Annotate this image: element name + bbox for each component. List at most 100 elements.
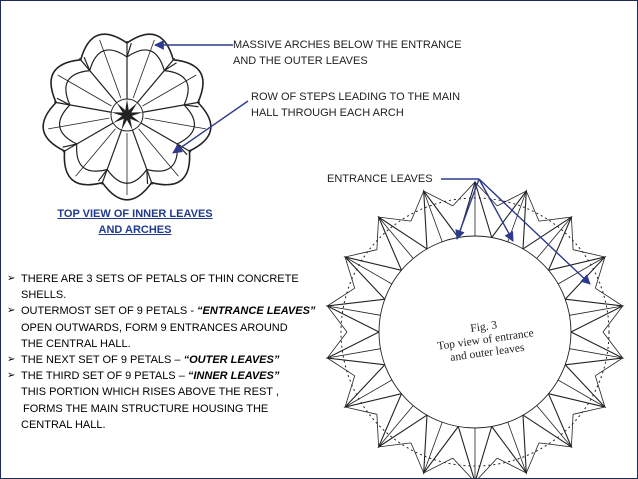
arch-rib: [62, 143, 77, 148]
entrance-petal: [565, 298, 625, 333]
label-arches-line1: MASSIVE ARCHES BELOW THE ENTRANCE: [233, 39, 462, 51]
inner-step-line: [142, 74, 197, 107]
label-arches-line2: AND THE OUTER LEAVES: [233, 55, 368, 67]
caption-top-view: TOP VIEW OF INNER LEAVES AND ARCHES: [45, 206, 225, 238]
inner-leaves-ribs: [48, 39, 206, 195]
entrance-petal: [548, 364, 607, 408]
central-star: [111, 99, 143, 130]
petal-fold: [376, 414, 412, 448]
petal-fold: [452, 457, 498, 478]
entrance-petal: [565, 331, 625, 366]
label-arches: MASSIVE ARCHES BELOW THE ENTRANCE AND TH…: [233, 37, 461, 69]
bullet-4-continuation-3: CENTRAL HALL.: [21, 418, 106, 431]
petal-rib: [344, 379, 393, 408]
arch-rib: [83, 56, 91, 71]
bullet-list: ➢ THERE ARE 3 SETS OF PETALS OF THIN CON…: [7, 271, 377, 433]
inner-ring: [378, 235, 572, 429]
petal-fold: [573, 375, 606, 415]
petal-fold: [497, 442, 540, 474]
bullet-3-emphasis: “OUTER LEAVES”: [183, 354, 280, 367]
petal-fold: [538, 216, 574, 250]
petal-fold: [410, 442, 453, 474]
petal-rib: [423, 190, 443, 242]
bullet-4-continuation-2: FORMS THE MAIN STRUCTURE HOUSING THE: [23, 402, 269, 415]
bullet-1-continuation: SHELLS.: [21, 289, 67, 302]
entrance-petals: [325, 180, 625, 478]
bullet-2-continuation-1: OPEN OUTWARDS, FORM 9 ENTRANCES AROUND: [21, 321, 288, 334]
petal-rib: [327, 305, 381, 316]
star-shape: [111, 99, 143, 130]
petal-rib: [536, 405, 572, 448]
callout-arrows: [154, 40, 591, 285]
inner-rib: [62, 122, 114, 153]
petal-fold: [410, 190, 453, 222]
bullet-item-4: ➢ THE THIRD SET OF 9 PETALS – “INNER LEA…: [7, 368, 377, 384]
petal-rib: [327, 348, 381, 359]
outer-lobes: [42, 33, 212, 201]
arrow-steps: [172, 100, 249, 154]
bullet-2-continuation-2: THE CENTRAL HALL.: [21, 337, 131, 350]
label-steps-line2: HALL THROUGH EACH ARCH: [251, 107, 404, 119]
arrow-entrance-1: [455, 178, 480, 240]
petal-fold: [538, 414, 574, 448]
bullet-1-text: THERE ARE 3 SETS OF PETALS OF THIN CONCR…: [21, 273, 299, 285]
inner-step-line: [99, 39, 122, 99]
bullet-item-1: ➢ THERE ARE 3 SETS OF PETALS OF THIN CON…: [7, 271, 377, 287]
petal-rib: [423, 422, 443, 474]
inner-rib: [131, 129, 153, 185]
label-steps: ROW OF STEPS LEADING TO THE MAIN HALL TH…: [251, 89, 460, 121]
inner-step-line: [138, 128, 179, 177]
caption-line1: TOP VIEW OF INNER LEAVES: [57, 208, 213, 220]
petal-rib: [569, 305, 623, 316]
inner-rib: [142, 101, 200, 113]
entrance-petal: [522, 393, 573, 449]
bullet-4-text: THE THIRD SET OF 9 PETALS –: [21, 370, 188, 383]
bullet-2-emphasis: “ENTRANCE LEAVES”: [197, 305, 316, 318]
bullet-3-text: THE NEXT SET OF 9 PETALS –: [21, 354, 184, 367]
entrance-leaves-top-view: [325, 180, 625, 478]
bullet-4-continuation-1: THIS PORTION WHICH RISES ABOVE THE REST …: [21, 386, 279, 399]
petal-rib: [507, 422, 527, 474]
bullet-4-emphasis: “INNER LEAVES”: [187, 370, 280, 383]
bullet-2-text: OUTERMOST SET OF 9 PETALS -: [21, 305, 198, 318]
arrow-entrance-3: [478, 178, 591, 285]
petal-rib: [569, 348, 623, 359]
bullet-item-2: ➢ OUTERMOST SET OF 9 PETALS - “ENTRANCE …: [7, 303, 377, 319]
bullet-arrow-icon: ➢: [7, 305, 16, 317]
inner-rib: [136, 57, 176, 104]
inner-rib: [101, 129, 123, 185]
arch-rib: [56, 97, 71, 106]
petal-rib: [536, 216, 572, 259]
arrow-entrance-2: [478, 178, 514, 242]
inner-step-line: [57, 74, 112, 107]
arch-rib: [97, 169, 108, 182]
bullet-item-3: ➢ THE NEXT SET OF 9 PETALS – “OUTER LEAV…: [7, 352, 377, 368]
bullet-arrow-icon: ➢: [7, 370, 16, 382]
petal-rib: [378, 216, 414, 259]
petal-rib: [557, 256, 606, 285]
inner-rib: [54, 101, 112, 113]
inner-rib: [78, 57, 118, 104]
arch-rib: [126, 42, 132, 58]
inner-step-line: [75, 128, 116, 177]
label-steps-line1: ROW OF STEPS LEADING TO THE MAIN: [251, 91, 461, 103]
arch-rib: [163, 62, 177, 72]
petal-rib: [378, 405, 414, 448]
petal-rib: [557, 379, 606, 408]
caption-line2: AND ARCHES: [98, 224, 172, 236]
label-entrance-leaves: ENTRANCE LEAVES: [327, 173, 433, 185]
inner-rib: [140, 122, 192, 153]
arch-rib: [184, 104, 199, 108]
bullet-arrow-icon: ➢: [7, 273, 16, 284]
entrance-petal: [548, 256, 607, 300]
inner-step-line: [144, 117, 206, 130]
inner-leaves-top-view: [42, 33, 212, 201]
arch-rib: [146, 169, 149, 185]
entrance-petal: [377, 215, 428, 271]
entrance-petal: [457, 426, 493, 478]
petal-rib: [344, 256, 393, 285]
petal-fold: [376, 216, 412, 250]
inner-step-line: [132, 39, 155, 99]
